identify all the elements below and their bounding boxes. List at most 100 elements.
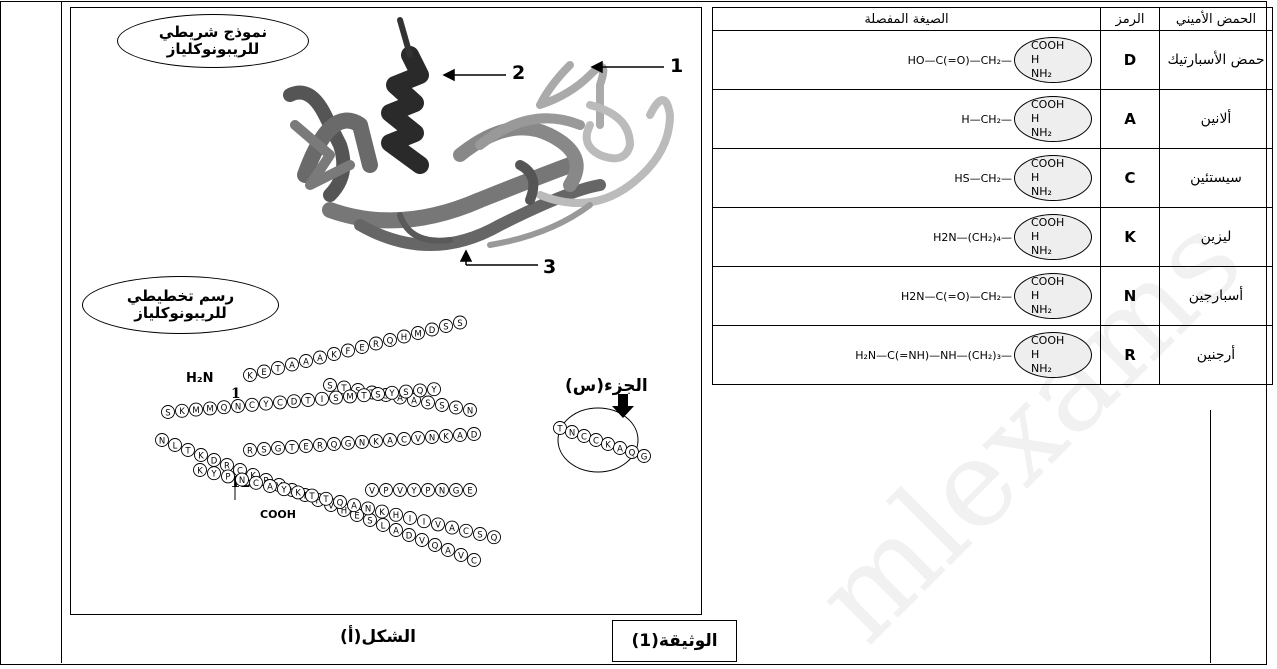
- residue-letter: M: [414, 329, 421, 339]
- residue-letter: A: [393, 526, 399, 536]
- table-row: أرجنينRH₂N—C(=NH)—NH—(CH₂)₃—COOHHNH₂: [713, 326, 1273, 385]
- residue-letter: D: [291, 398, 298, 408]
- table-row: ألانينAH—CH₂—COOHHNH₂: [713, 90, 1273, 149]
- residue-letter: L: [173, 441, 178, 451]
- group-nh2: NH₂: [1031, 362, 1091, 376]
- residue-letter: I: [321, 395, 324, 405]
- residue-letter: S: [375, 390, 380, 400]
- residue-letter: Q: [417, 387, 424, 397]
- arrow-label-3: 3: [543, 256, 556, 278]
- amino-acid-name: سيستئين: [1160, 149, 1273, 208]
- amino-group-oval: COOHHNH₂: [1014, 37, 1092, 83]
- residue-letter: S: [165, 408, 170, 418]
- residue-letter: A: [445, 546, 451, 556]
- residue-letter: Y: [280, 486, 287, 496]
- residue-letter: G: [453, 486, 460, 496]
- residue-letter: T: [360, 392, 367, 402]
- side-chain: HS—CH₂—: [954, 172, 1012, 185]
- residue-letter: K: [379, 508, 385, 518]
- residue-letter: C: [463, 527, 469, 537]
- residue-letter: E: [359, 343, 364, 353]
- residue-letter: C: [249, 401, 255, 411]
- amino-acid-table: الحمض الأميني الرمز الصيغة المفصلة حمض ا…: [712, 7, 1273, 385]
- arrow-label-2: 2: [512, 62, 525, 84]
- group-nh2: NH₂: [1031, 185, 1091, 199]
- residue-letter: K: [373, 437, 379, 447]
- residue-letter: C: [253, 479, 259, 489]
- residue-letter: R: [247, 446, 253, 456]
- group-cooh: COOH: [1031, 216, 1091, 230]
- residue-letter: S: [261, 445, 266, 455]
- residue-letter: S: [443, 322, 448, 332]
- amino-acid-name: أسبارجين: [1160, 267, 1273, 326]
- residue-letter: A: [387, 436, 393, 446]
- residue-letter: R: [373, 340, 379, 350]
- side-chain: HO—C(=O)—CH₂—: [908, 54, 1012, 67]
- left-margin-line: [61, 1, 62, 663]
- residue-letter: S: [477, 530, 482, 540]
- residue-letter: A: [411, 396, 417, 406]
- residue-letter: N: [235, 402, 241, 412]
- right-margin-line: [1210, 410, 1211, 663]
- residue-letter: E: [467, 486, 472, 496]
- residue-letter: Q: [331, 440, 338, 450]
- residue-letter: V: [415, 434, 421, 444]
- residue-letter: N: [569, 428, 575, 438]
- residue-letter: C: [593, 436, 599, 446]
- residue-letter: G: [275, 444, 282, 454]
- group-cooh: COOH: [1031, 98, 1091, 112]
- amino-acid-symbol: C: [1101, 149, 1160, 208]
- amino-acid-symbol: A: [1101, 90, 1160, 149]
- group-cooh: COOH: [1031, 275, 1091, 289]
- document-label-text: الوثيقة(1): [631, 631, 717, 651]
- residue-letter: K: [295, 489, 301, 499]
- side-chain: H2N—(CH₂)₄—: [933, 231, 1012, 244]
- residue-letter: F: [346, 347, 351, 357]
- amino-acid-symbol: K: [1101, 208, 1160, 267]
- residue-letter: Y: [430, 386, 437, 396]
- group-h: H: [1031, 112, 1091, 126]
- group-cooh: COOH: [1031, 157, 1091, 171]
- amino-acid-symbol: R: [1101, 326, 1160, 385]
- residue-letter: S: [327, 381, 332, 391]
- amino-acid-formula: H2N—(CH₂)₄—COOHHNH₂: [713, 208, 1101, 267]
- side-chain: H₂N—C(=NH)—NH—(CH₂)₃—: [855, 349, 1012, 362]
- residue-letter: Q: [221, 404, 228, 414]
- table-row: ليزينKH2N—(CH₂)₄—COOHHNH₂: [713, 208, 1273, 267]
- residue-letter: L: [381, 521, 386, 531]
- residue-letter: Y: [388, 389, 395, 399]
- group-h: H: [1031, 171, 1091, 185]
- residue-letter: A: [449, 524, 455, 534]
- amino-acid-name: أرجنين: [1160, 326, 1273, 385]
- residue-letter: S: [453, 404, 458, 414]
- residue-letter: N: [467, 406, 473, 416]
- residue-letter: E: [354, 511, 359, 521]
- residue-letter: K: [605, 440, 611, 450]
- group-cooh: COOH: [1031, 39, 1091, 53]
- document-label: الوثيقة(1): [612, 620, 737, 662]
- residue-letter: A: [457, 431, 463, 441]
- residue-letter: E: [303, 442, 308, 452]
- figure-caption: الشكل(أ): [340, 627, 416, 647]
- residue-letter: Q: [387, 336, 394, 346]
- residue-letter: S: [439, 401, 444, 411]
- residue-letter: C: [581, 432, 587, 442]
- residue-letter: N: [159, 436, 165, 446]
- residue-letter: S: [333, 394, 338, 404]
- residue-letter: K: [331, 350, 337, 360]
- residue-letter: A: [289, 361, 295, 371]
- group-nh2: NH₂: [1031, 244, 1091, 258]
- residue-letter: N: [429, 433, 435, 443]
- residue-letter: T: [288, 443, 295, 453]
- residue-letter: T: [274, 364, 281, 374]
- residue-letter: S: [403, 388, 408, 398]
- residue-letter: C: [401, 435, 407, 445]
- group-nh2: NH₂: [1031, 126, 1091, 140]
- amino-group-oval: COOHHNH₂: [1014, 96, 1092, 142]
- ribbon-model-bubble: نموذج شريطي للريبونوكلياز: [117, 14, 309, 68]
- residue-letter: Y: [410, 486, 417, 496]
- group-h: H: [1031, 348, 1091, 362]
- residue-letter: I: [409, 514, 412, 524]
